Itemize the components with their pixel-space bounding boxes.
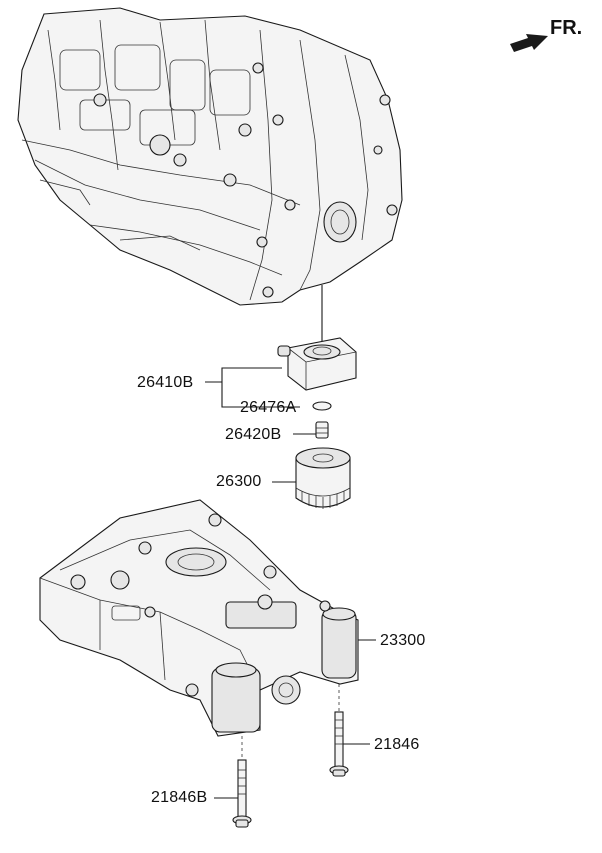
- bolt-long-drawing: [232, 736, 252, 828]
- o-ring-drawing: [312, 401, 332, 411]
- part-label-26410B: 26410B: [137, 374, 194, 391]
- part-label-23300: 23300: [380, 632, 426, 649]
- oil-pump-drawing: [39, 499, 359, 737]
- fitting-drawing: [315, 421, 329, 439]
- part-label-21846B: 21846B: [151, 789, 208, 806]
- part-label-26300: 26300: [216, 473, 262, 490]
- part-label-26420B: 26420B: [225, 426, 282, 443]
- front-arrow-icon: [510, 34, 548, 52]
- engine-block: [17, 7, 403, 306]
- front-direction-label: FR.: [550, 17, 583, 39]
- bolt-drawing: [329, 684, 349, 777]
- oil-cooler-drawing: [277, 337, 357, 391]
- part-label-26476A: 26476A: [240, 399, 297, 416]
- leader-26410B: [221, 367, 300, 408]
- oil-filter-drawing: [295, 447, 351, 509]
- part-label-21846: 21846: [374, 736, 420, 753]
